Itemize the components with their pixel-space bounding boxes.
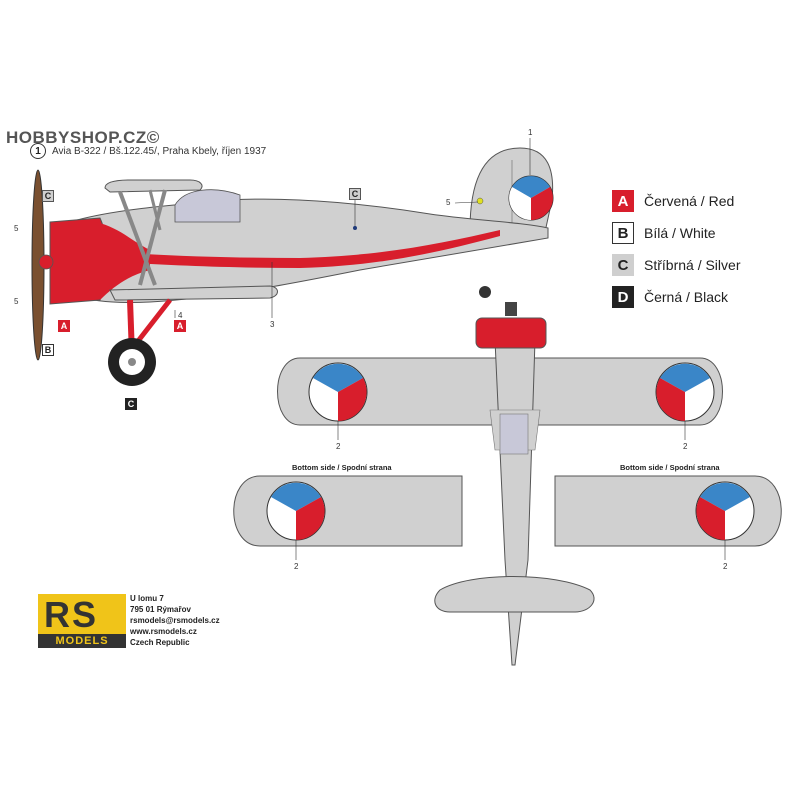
callout-a-nose: A (58, 320, 70, 332)
callout-2-lower-left: 2 (294, 562, 299, 571)
callout-c-fuselage: C (349, 188, 361, 200)
legend-item-white: B Bílá / White (612, 222, 740, 244)
legend-label-silver: Stříbrná / Silver (644, 257, 741, 273)
callout-2-upper-left: 2 (336, 442, 341, 451)
legend-label-black: Černá / Black (644, 289, 729, 305)
legend-label-white: Bílá / White (644, 225, 716, 241)
legend-label-red: Červená / Red (644, 193, 735, 209)
callout-3: 3 (270, 320, 275, 329)
lower-wings (233, 475, 782, 560)
callout-5-tail: 5 (446, 198, 451, 207)
swatch-silver: C (612, 254, 634, 276)
logo-models-text: MODELS (38, 634, 126, 648)
callout-b-nose: B (42, 344, 54, 356)
watermark: HOBBYSHOP.CZ© (6, 128, 160, 147)
swatch-black: D (612, 286, 634, 308)
swatch-red: A (612, 190, 634, 212)
bottom-side-label-right: Bottom side / Spodní strana (620, 463, 720, 472)
address-email: rsmodels@rsmodels.cz (130, 616, 220, 625)
callout-a-gear: A (174, 320, 186, 332)
legend-item-black: D Černá / Black (612, 286, 740, 308)
callout-c-wheel: C (125, 398, 137, 410)
callout-5-prop-top: 5 (14, 224, 19, 233)
address-line: 795 01 Rýmařov (130, 605, 191, 614)
address-line: U lomu 7 (130, 594, 164, 603)
logo-rs-text: RS (44, 594, 99, 635)
color-legend: A Červená / Red B Bílá / White C Stříbrn… (612, 190, 740, 318)
profile-caption-row: 1 Avia B-322 / Bš.122.45/, Praha Kbely, … (30, 143, 266, 159)
top-planform (277, 302, 723, 666)
company-address: U lomu 7 795 01 Rýmařov rsmodels@rsmodel… (130, 593, 220, 648)
side-profile (31, 138, 554, 386)
bottom-side-label-left: Bottom side / Spodní strana (292, 463, 392, 472)
callout-2-lower-right: 2 (723, 562, 728, 571)
callout-c-propeller: C (42, 190, 54, 202)
legend-item-red: A Červená / Red (612, 190, 740, 212)
address-website: www.rsmodels.cz (130, 627, 197, 636)
profile-caption: Avia B-322 / Bš.122.45/, Praha Kbely, ří… (52, 145, 267, 157)
callout-1: 1 (528, 128, 533, 137)
rs-models-logo: RS MODELS (38, 594, 126, 648)
profile-number: 1 (30, 143, 46, 159)
swatch-white: B (612, 222, 634, 244)
callout-4: 4 (178, 311, 183, 320)
address-line: Czech Republic (130, 638, 190, 647)
callout-5-prop-bottom: 5 (14, 297, 19, 306)
callout-2-upper-right: 2 (683, 442, 688, 451)
legend-item-silver: C Stříbrná / Silver (612, 254, 740, 276)
